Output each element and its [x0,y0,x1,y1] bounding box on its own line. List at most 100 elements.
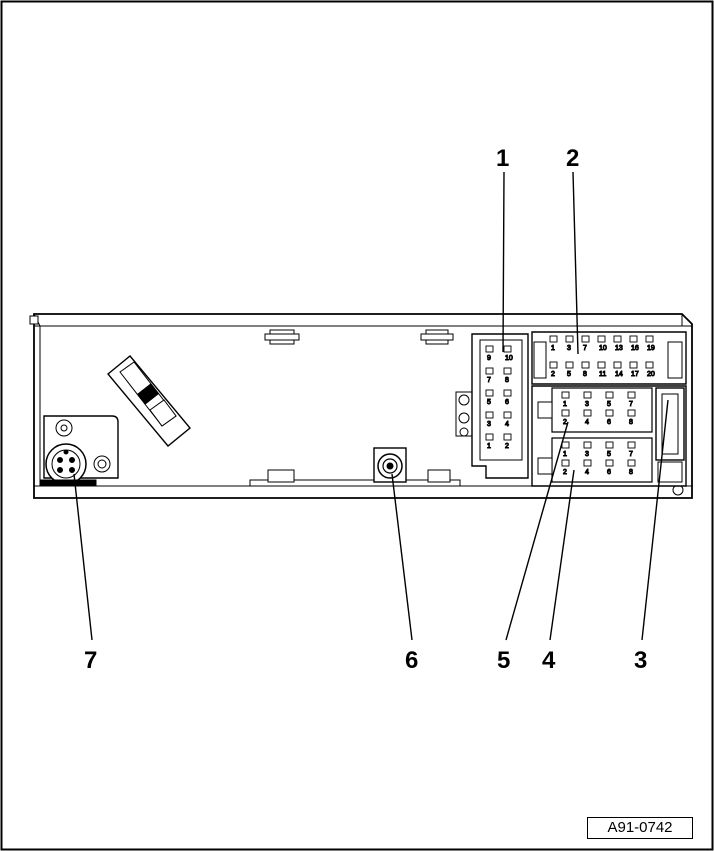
callout-1: 1 [496,145,509,172]
connector-2-top-pin [645,335,654,343]
connector-1-pin [503,367,512,375]
connector-4-top-pin [605,441,614,449]
connector-1-pin [485,411,494,419]
connector-1-pin [503,433,512,441]
connector-2-top-pin [597,335,606,343]
connector-5-top-pin-label: 1 [563,401,567,408]
connector-1-pin [485,389,494,397]
connector-1-pin-label: 5 [487,399,491,406]
leader-6 [391,473,413,641]
connector-2-top-pin-label: 1 [551,345,555,352]
connector-4-bottom-pin-label: 2 [563,469,567,476]
connector-2-mid-pin-label: 14 [615,371,623,378]
connector-2-mid-pin [565,361,574,369]
connector-2-top-pin [613,335,622,343]
leader-lines [73,171,669,641]
connector-2-mid-pin-label: 17 [631,371,639,378]
connector-1-pin [485,367,494,375]
connector-2-mid-pin [549,361,558,369]
connector-2-top-pin-label: 16 [631,345,639,352]
leader-4 [549,469,575,641]
connector-1-pin-label: 8 [505,377,509,384]
callout-7: 7 [84,647,97,674]
connector-5-bottom-pin-label: 4 [585,419,589,426]
connector-3 [655,387,685,483]
connector-1-pin-label: 3 [487,421,491,428]
connector-5-bottom-pin [583,409,592,417]
connector-5-top-pin [561,391,570,399]
connector-1-pin-label: 6 [505,399,509,406]
connector-1-pin-label: 2 [505,443,509,450]
connector-4-bottom-pin-label: 6 [607,469,611,476]
callout-numbers: 1 2 3 4 5 6 7 [84,145,647,674]
connector-5-top-pin-label: 3 [585,401,589,408]
connector-4-bottom-pin [605,459,614,467]
connector-4-top-pin-label: 3 [585,451,589,458]
connector-2-mid-pin-label: 11 [599,371,606,378]
connector-5-top-pin [605,391,614,399]
connector-2-mid-pin [613,361,622,369]
callout-5: 5 [497,647,510,674]
bottom-clips [267,469,451,483]
connector-4-bottom-pin [561,459,570,467]
connector-2-top-pin [629,335,638,343]
connector-1-pin [503,345,512,353]
antenna-socket-7 [39,415,119,487]
connector-2-top-pin [549,335,558,343]
connector-5-top-pin-label: 7 [629,401,633,408]
connector-1-pin-label: 1 [487,443,491,450]
leader-3 [641,399,669,641]
connector-1-pin [485,345,494,353]
connector-2-top-pin [565,335,574,343]
connector-2-top-pin-label: 13 [615,345,623,352]
connector-4-bottom-pin [627,459,636,467]
connector-2-top-pin-label: 19 [647,345,655,352]
connector-4-top-pin-label: 7 [629,451,633,458]
connector-2-top-pin-label: 3 [567,345,571,352]
connector-2-top-pin-label: 7 [583,345,587,352]
connector-4-bottom-pin-label: 8 [629,469,633,476]
leader-7 [73,473,93,641]
connector-2-mid-pin-label: 20 [647,371,655,378]
callout-2: 2 [566,145,579,172]
connector-4-top-pin [583,441,592,449]
connector-2-top-pin [581,335,590,343]
connector-4-top-pin [561,441,570,449]
connector-2-mid-pin-label: 2 [551,371,555,378]
figure-reference-label: A91-0742 [587,817,693,839]
connector-2-mid-pin [597,361,606,369]
top-clips [264,329,454,345]
connector-4-top-pin [627,441,636,449]
connector-5-bottom-pin-label: 6 [607,419,611,426]
connector-1-pin [503,389,512,397]
leader-1 [502,171,505,353]
leader-5 [505,421,569,641]
connector-4-bottom-pin [583,459,592,467]
connector-2-top-pin-label: 10 [599,345,607,352]
connector-5-top-pin [583,391,592,399]
connector-5-bottom-pin-label: 2 [563,419,567,426]
connector-2-mid-pin [581,361,590,369]
leader-2 [572,171,579,355]
connector-2-mid-pin-label: 5 [567,371,571,378]
connector-4-bottom-pin-label: 4 [585,469,589,476]
connector-1-pin [503,411,512,419]
antenna-socket-6 [373,447,407,483]
connector-1-pin-label: 4 [505,421,509,428]
connector-1-pin-label: 10 [505,355,513,362]
connector-2-mid-pin-label: 8 [583,371,587,378]
connector-2-mid-pin [645,361,654,369]
callout-3: 3 [634,647,647,674]
connector-5-top-pin-label: 5 [607,401,611,408]
callout-6: 6 [405,647,418,674]
connector-4-top-pin-label: 1 [563,451,567,458]
connector-1-pin-label: 9 [487,355,491,362]
connector-5-top-pin [627,391,636,399]
connector-2-mid-pin [629,361,638,369]
